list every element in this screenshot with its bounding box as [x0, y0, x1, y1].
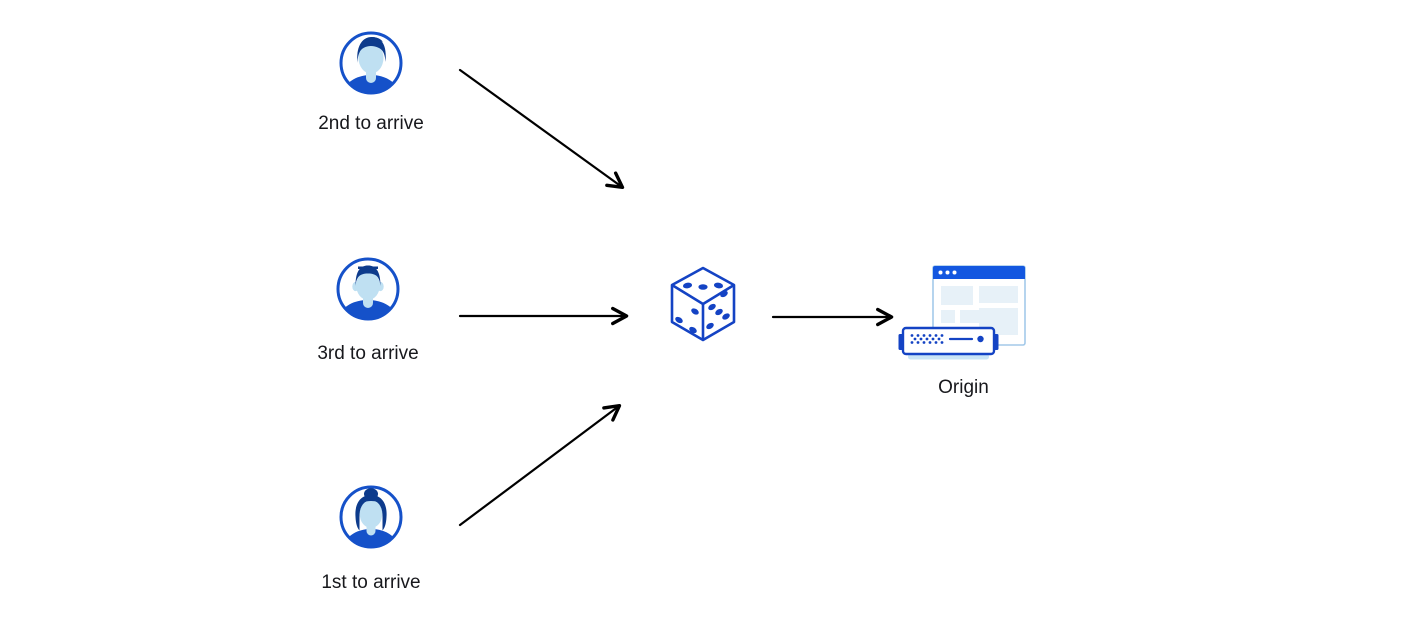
- avatar-male-flat-top-icon: [336, 257, 400, 321]
- edge-user-top-to-dice: [458, 68, 625, 190]
- node-user-2nd: 2nd to arrive: [306, 30, 436, 135]
- node-dice: [668, 264, 738, 348]
- edge-user-bottom-to-dice: [458, 403, 622, 527]
- node-user-3rd: 3rd to arrive: [303, 256, 433, 365]
- avatar-male-swoop-hair-icon: [339, 31, 403, 95]
- node-label-user-2nd: 2nd to arrive: [318, 113, 424, 134]
- node-origin: Origin: [896, 262, 1031, 399]
- node-user-1st: 1st to arrive: [306, 484, 436, 594]
- node-label-user-1st: 1st to arrive: [321, 572, 421, 593]
- avatar-female-bun-icon: [339, 485, 403, 549]
- node-label-origin: Origin: [938, 377, 989, 398]
- node-label-user-3rd: 3rd to arrive: [317, 343, 419, 364]
- server-icon: [898, 326, 999, 360]
- dice-icon: [670, 266, 736, 342]
- origin-browser-server-icon: [898, 265, 1026, 360]
